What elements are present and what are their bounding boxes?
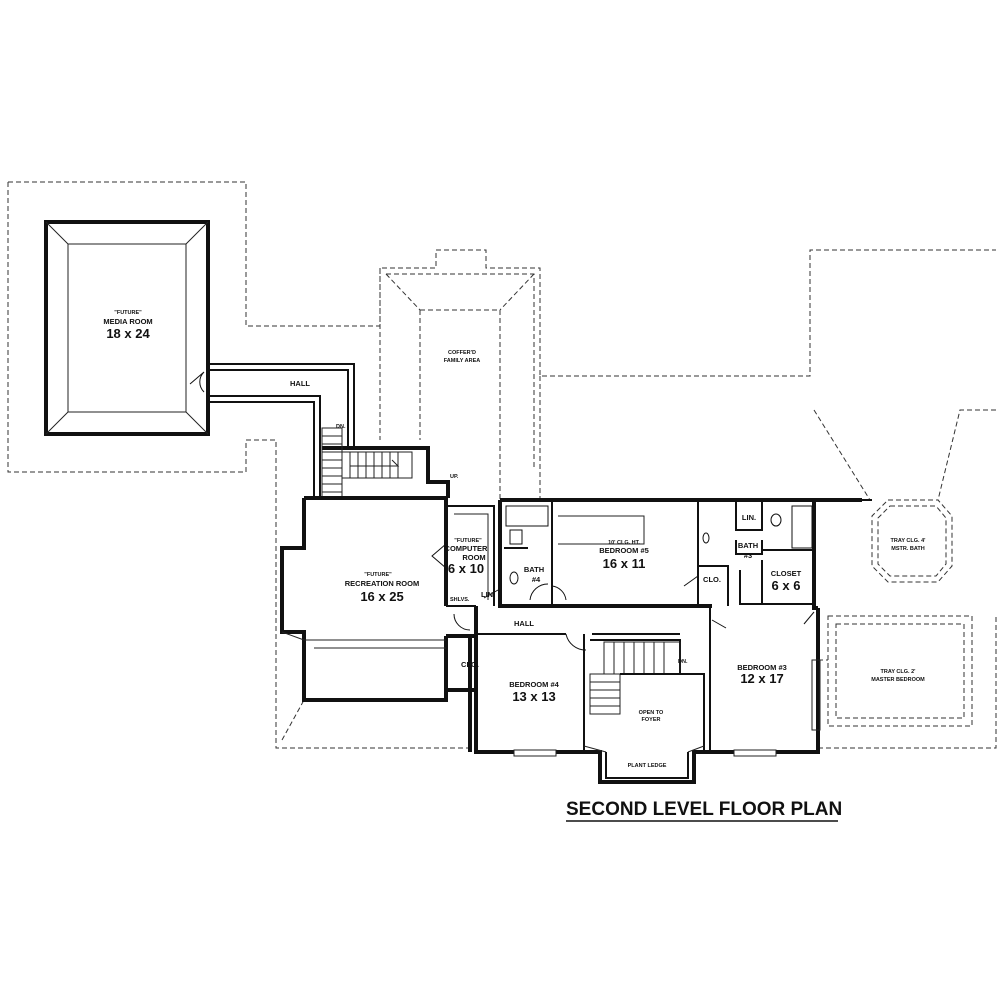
up-label: UP. <box>450 474 459 480</box>
recreation-room-name: RECREATION ROOM <box>345 579 419 588</box>
bedroom3-name: BEDROOM #3 <box>737 663 787 672</box>
open-foyer-line1: OPEN TO <box>639 710 664 716</box>
roof-outline <box>7 181 997 749</box>
closet-name: CLOSET <box>771 569 802 578</box>
closet-label-b5: CLO. <box>703 575 721 584</box>
dn-label-b: DN. <box>334 496 344 502</box>
tray-bedroom-line1: TRAY CLG. 2' <box>881 669 917 675</box>
bedroom4-name: BEDROOM #4 <box>509 680 559 689</box>
computer-room-size: 6 x 10 <box>448 561 484 576</box>
closet-label-rec: CLO. <box>461 660 479 669</box>
recreation-room-note: "FUTURE" <box>364 572 392 578</box>
bath4-line2: #4 <box>532 575 541 584</box>
recreation-room-size: 16 x 25 <box>360 589 403 604</box>
linen-label-a: LIN. <box>481 590 495 599</box>
media-room-name: MEDIA ROOM <box>103 317 152 326</box>
bedroom4-size: 13 x 13 <box>512 689 555 704</box>
main-walls <box>468 498 872 784</box>
media-room-walls <box>44 220 210 436</box>
bedroom3-size: 12 x 17 <box>740 671 783 686</box>
bath3-line1: BATH <box>738 541 758 550</box>
hall-main-label: HALL <box>514 619 534 628</box>
upper-hall-label: HALL <box>290 379 310 388</box>
family-area-line1: COFFER'D <box>448 350 476 356</box>
tray-bath-line1: TRAY CLG. 4' <box>891 538 927 544</box>
computer-room-line2: ROOM <box>462 553 485 562</box>
shelves-label: SHLVS. <box>450 597 470 603</box>
bath4-line1: BATH <box>524 565 544 574</box>
tray-bath-line2: MSTR. BATH <box>891 546 925 552</box>
dn-label-a: DN. <box>336 424 346 430</box>
family-area-line2: FAMILY AREA <box>444 358 480 364</box>
dn-label-stair: DN. <box>678 659 688 665</box>
open-foyer-line2: FOYER <box>642 717 661 723</box>
plan-title: SECOND LEVEL FLOOR PLAN <box>566 799 842 820</box>
tray-bedroom-line2: MASTER BEDROOM <box>871 677 925 683</box>
recreation-room-walls <box>280 496 495 702</box>
media-room-size: 18 x 24 <box>106 326 150 341</box>
linen-label-b: LIN. <box>742 513 756 522</box>
bedroom5-note: 10' CLG. HT. <box>608 540 640 546</box>
upper-hall-walls <box>208 363 450 499</box>
bedroom5-name: BEDROOM #5 <box>599 546 649 555</box>
media-room-note: "FUTURE" <box>114 310 142 316</box>
computer-room-note: "FUTURE" <box>454 538 482 544</box>
plant-ledge-label: PLANT LEDGE <box>628 763 667 769</box>
computer-room-line1: COMPUTER <box>445 544 489 553</box>
bath3-line2: #3 <box>744 551 752 560</box>
closet-size: 6 x 6 <box>772 578 801 593</box>
bedroom5-size: 16 x 11 <box>603 556 646 571</box>
